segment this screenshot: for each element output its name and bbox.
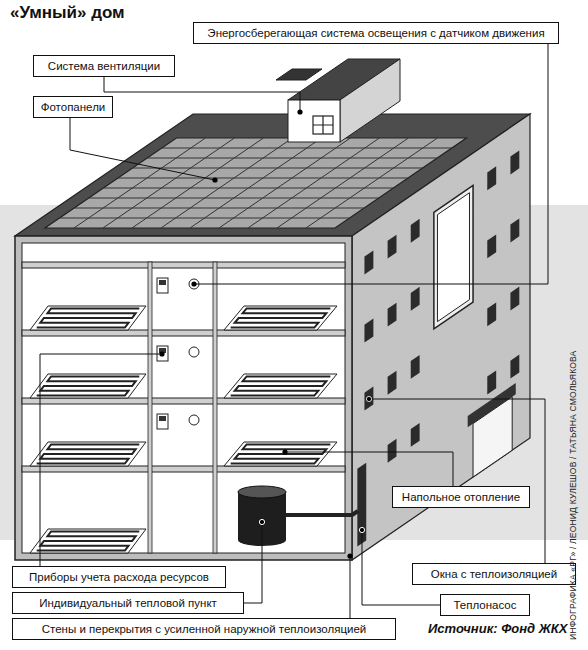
meter: [157, 414, 168, 429]
callout-text: Стены и перекрытия с усиленной наружной …: [19, 621, 389, 637]
window: [487, 370, 496, 394]
leader-line: [194, 44, 548, 284]
building-interior: [22, 243, 345, 553]
inner-wall: [213, 262, 217, 553]
meter-display: [159, 416, 166, 421]
callout-box: Фотопанели: [33, 96, 113, 118]
wall-insulation: [15, 236, 352, 560]
heated-floor: [224, 442, 337, 466]
callout-text: Фотопанели: [40, 99, 106, 115]
leader-line: [369, 399, 545, 563]
window: [388, 439, 397, 463]
callout-box: Энергосберегающая система освещения с да…: [193, 22, 559, 44]
heating-pipe: [37, 444, 140, 463]
heating-pipe: [231, 444, 331, 463]
callout-box: Окна с теплоизоляцией: [412, 563, 576, 585]
callout-box: Напольное отопление: [392, 486, 530, 508]
callout-text: Приборы учета расхода ресурсов: [19, 569, 219, 585]
floor-surface: [30, 442, 146, 466]
heating-pipe: [37, 308, 140, 327]
source-note: Источник: Фонд ЖКХ: [428, 621, 567, 636]
heated-floor: [224, 374, 337, 398]
heated-floor: [30, 442, 146, 466]
leader-line: [350, 556, 351, 618]
callout-box: Стены и перекрытия с усиленной наружной …: [12, 618, 396, 640]
floor-surface: [30, 529, 146, 553]
heating-pipe: [37, 531, 140, 550]
leader-dot: [159, 351, 164, 356]
vent-window-frame: [313, 116, 333, 134]
floor-slab: [22, 330, 345, 336]
heated-floor: [30, 306, 146, 330]
callout-text: Напольное отопление: [399, 489, 523, 505]
leader-dot: [297, 109, 302, 114]
insulated-window: [434, 185, 473, 328]
floor-surface: [30, 374, 146, 398]
floor-surface: [30, 306, 146, 330]
callout-box: Система вентиляции: [33, 55, 175, 77]
callout-box: Теплонасос: [440, 594, 530, 616]
vent-window: [313, 116, 333, 134]
credits-text: ИНФОГРАФИКА «РГ» / ЛЕОНИД КУЛЕШОВ / ТАТЬ…: [568, 351, 579, 641]
leader-dot: [212, 177, 217, 182]
heating-pipe: [37, 376, 140, 395]
leader-dot: [259, 519, 264, 524]
building-side-wall: [352, 114, 530, 560]
motion-light: [189, 347, 199, 357]
floor-surface: [224, 306, 337, 330]
leader-lines: [40, 44, 548, 618]
leader-line: [285, 452, 453, 486]
leader-dot: [366, 396, 371, 401]
floor-surface: [224, 442, 337, 466]
callout-text: Индивидуальный тепловой пункт: [19, 595, 237, 611]
callout-text: Теплонасос: [447, 597, 523, 613]
callout-text: Энергосберегающая система освещения с да…: [200, 25, 552, 41]
meter-display: [159, 280, 166, 285]
floor-slab: [22, 398, 345, 404]
window: [411, 423, 420, 447]
motion-light: [189, 415, 199, 425]
leader-line: [244, 522, 262, 603]
leader-dot: [359, 527, 364, 532]
roof-block: [276, 69, 322, 80]
heating-pipe: [231, 376, 331, 395]
callout-text: Система вентиляции: [40, 58, 168, 74]
heated-floor: [30, 529, 146, 553]
heat-point-top: [238, 486, 286, 498]
diagram-title: «Умный» дом: [10, 3, 125, 23]
heat-pipe: [286, 513, 352, 517]
floor-slab: [22, 262, 345, 268]
heat-pipe: [352, 511, 358, 515]
callout-box: Приборы учета расхода ресурсов: [12, 566, 226, 588]
floor-surface: [224, 374, 337, 398]
leader-dot: [282, 449, 287, 454]
vent-box-side: [340, 59, 400, 142]
heated-floor: [30, 374, 146, 398]
vent-box-front: [288, 100, 340, 142]
leader-dot: [347, 553, 352, 558]
insulated-window-pane: [437, 193, 469, 322]
inner-wall: [148, 262, 152, 553]
heating-pipe: [231, 308, 331, 327]
leader-dot: [191, 281, 196, 286]
window: [510, 355, 519, 379]
callout-box: Индивидуальный тепловой пункт: [12, 592, 244, 614]
leader-line: [70, 118, 215, 180]
heated-floor: [224, 306, 337, 330]
entrance: [473, 397, 512, 477]
leader-line: [40, 354, 162, 566]
leader-line: [104, 77, 300, 112]
callout-text: Окна с теплоизоляцией: [419, 566, 569, 582]
floor-slab: [22, 466, 345, 472]
leader-dots: [159, 109, 371, 558]
meter: [157, 278, 168, 293]
